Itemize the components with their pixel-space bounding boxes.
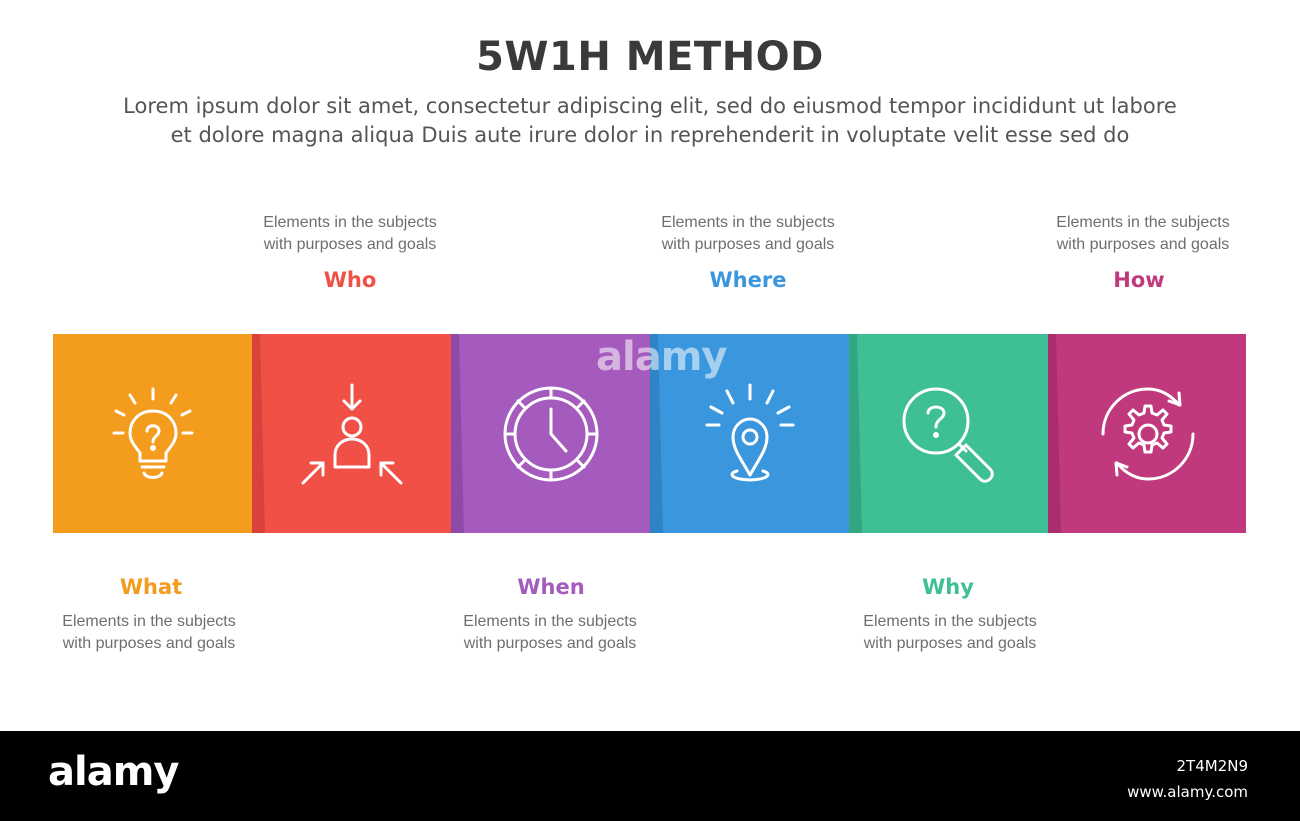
person-arrows-icon <box>301 383 403 485</box>
footer-image-id: 2T4M2N9 <box>1176 757 1249 775</box>
subtitle-line-1: Lorem ipsum dolor sit amet, consectetur … <box>123 94 1177 118</box>
why-description: Elements in the subjects with purposes a… <box>863 613 1037 652</box>
how-label: How <box>1113 268 1165 292</box>
page-subtitle: Lorem ipsum dolor sit amet, consectetur … <box>60 92 1240 150</box>
why-block <box>849 334 1050 533</box>
magnifier-question-icon <box>902 387 994 483</box>
what-block <box>53 334 254 533</box>
steps-band-shapes <box>53 334 1246 533</box>
who-fold <box>252 334 265 533</box>
footer-logo: alamy <box>48 749 179 795</box>
footer-bar: alamy 2T4M2N9 www.alamy.com <box>0 731 1300 821</box>
clock-icon <box>503 386 599 482</box>
who-label: Who <box>323 268 377 292</box>
location-pin-icon <box>705 383 795 482</box>
who-description: Elements in the subjects with purposes a… <box>263 214 437 253</box>
steps-band <box>53 334 1246 533</box>
gear-cycle-icon <box>1101 387 1195 481</box>
how-block <box>1048 334 1246 533</box>
subtitle-line-2: et dolore magna aliqua Duis aute irure d… <box>170 123 1130 147</box>
where-label: Where <box>709 268 787 292</box>
footer-info: 2T4M2N9 www.alamy.com <box>1127 753 1248 805</box>
lightbulb-question-icon <box>112 387 194 479</box>
when-label: When <box>517 575 585 599</box>
why-fold <box>849 334 862 533</box>
why-label: Why <box>922 575 974 599</box>
what-label: What <box>119 575 183 599</box>
where-description: Elements in the subjects with purposes a… <box>661 214 835 253</box>
watermark: alamy <box>596 334 727 380</box>
footer-site: www.alamy.com <box>1127 783 1248 801</box>
when-fold <box>451 334 464 533</box>
page-title: 5W1H METHOD <box>476 34 824 80</box>
where-block <box>650 334 851 533</box>
how-description: Elements in the subjects with purposes a… <box>1056 214 1230 253</box>
what-description: Elements in the subjects with purposes a… <box>62 613 236 652</box>
who-block <box>252 334 453 533</box>
when-description: Elements in the subjects with purposes a… <box>463 613 637 652</box>
how-fold <box>1048 334 1061 533</box>
where-fold <box>650 334 663 533</box>
